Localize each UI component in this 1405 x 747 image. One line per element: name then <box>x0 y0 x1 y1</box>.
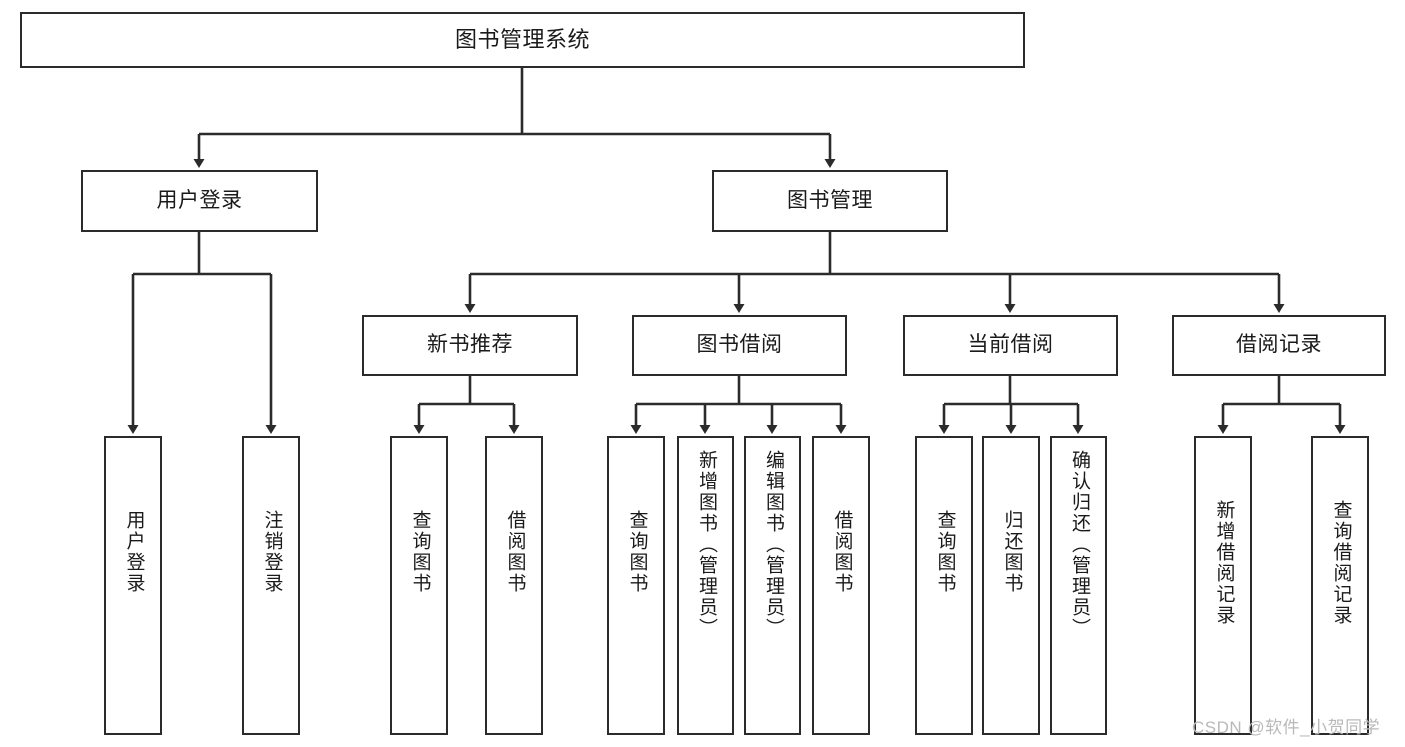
node-leaf-add-book-admin[interactable]: 新增图书（管理员） <box>677 436 734 735</box>
node-leaf-logout[interactable]: 注销登录 <box>242 436 300 735</box>
node-leaf-borrow-book[interactable]: 借阅图书 <box>812 436 870 735</box>
node-user-login[interactable]: 用户登录 <box>81 170 318 232</box>
node-label: 图书借阅 <box>696 333 783 357</box>
node-label: 图书管理系统 <box>454 27 590 53</box>
node-book-borrow[interactable]: 图书借阅 <box>632 315 847 376</box>
node-label: 借阅记录 <box>1236 333 1322 357</box>
node-leaf-query-book-recommend[interactable]: 查询图书 <box>390 436 448 735</box>
node-leaf-query-book-borrow[interactable]: 查询图书 <box>607 436 665 735</box>
node-leaf-query-book-current[interactable]: 查询图书 <box>915 436 973 735</box>
node-label: 当前借阅 <box>967 333 1054 357</box>
node-label: 用户登录 <box>156 188 243 212</box>
node-label: 归还图书 <box>1001 510 1023 594</box>
node-leaf-user-login[interactable]: 用户登录 <box>104 436 162 735</box>
node-book-management[interactable]: 图书管理 <box>712 170 948 232</box>
node-new-book-recommend[interactable]: 新书推荐 <box>362 315 578 376</box>
node-label: 借阅图书 <box>831 510 853 594</box>
watermark: CSDN @软件_小贺同学 <box>1192 718 1381 737</box>
node-label: 查询图书 <box>934 510 956 594</box>
node-label: 确认归还（管理员） <box>1068 450 1090 639</box>
node-leaf-query-borrow-record[interactable]: 查询借阅记录 <box>1311 436 1369 735</box>
node-leaf-confirm-return-admin[interactable]: 确认归还（管理员） <box>1050 436 1107 735</box>
node-label: 查询图书 <box>626 510 648 594</box>
node-label: 新增图书（管理员） <box>695 450 717 639</box>
node-leaf-return-book[interactable]: 归还图书 <box>982 436 1040 735</box>
node-borrow-record[interactable]: 借阅记录 <box>1172 315 1386 376</box>
node-label: 编辑图书（管理员） <box>762 450 784 639</box>
node-label: 注销登录 <box>261 510 283 594</box>
node-current-borrow[interactable]: 当前借阅 <box>903 315 1118 376</box>
node-label: 查询图书 <box>409 510 431 594</box>
node-leaf-add-borrow-record[interactable]: 新增借阅记录 <box>1194 436 1252 735</box>
node-label: 用户登录 <box>123 510 145 594</box>
node-leaf-edit-book-admin[interactable]: 编辑图书（管理员） <box>744 436 801 735</box>
node-label: 新书推荐 <box>427 333 513 357</box>
node-label: 查询借阅记录 <box>1330 500 1352 626</box>
node-label: 图书管理 <box>787 188 873 212</box>
node-label: 新增借阅记录 <box>1213 500 1235 626</box>
node-label: 借阅图书 <box>504 510 526 594</box>
node-leaf-borrow-book-recommend[interactable]: 借阅图书 <box>485 436 543 735</box>
node-root-book-management-system[interactable]: 图书管理系统 <box>20 12 1025 68</box>
